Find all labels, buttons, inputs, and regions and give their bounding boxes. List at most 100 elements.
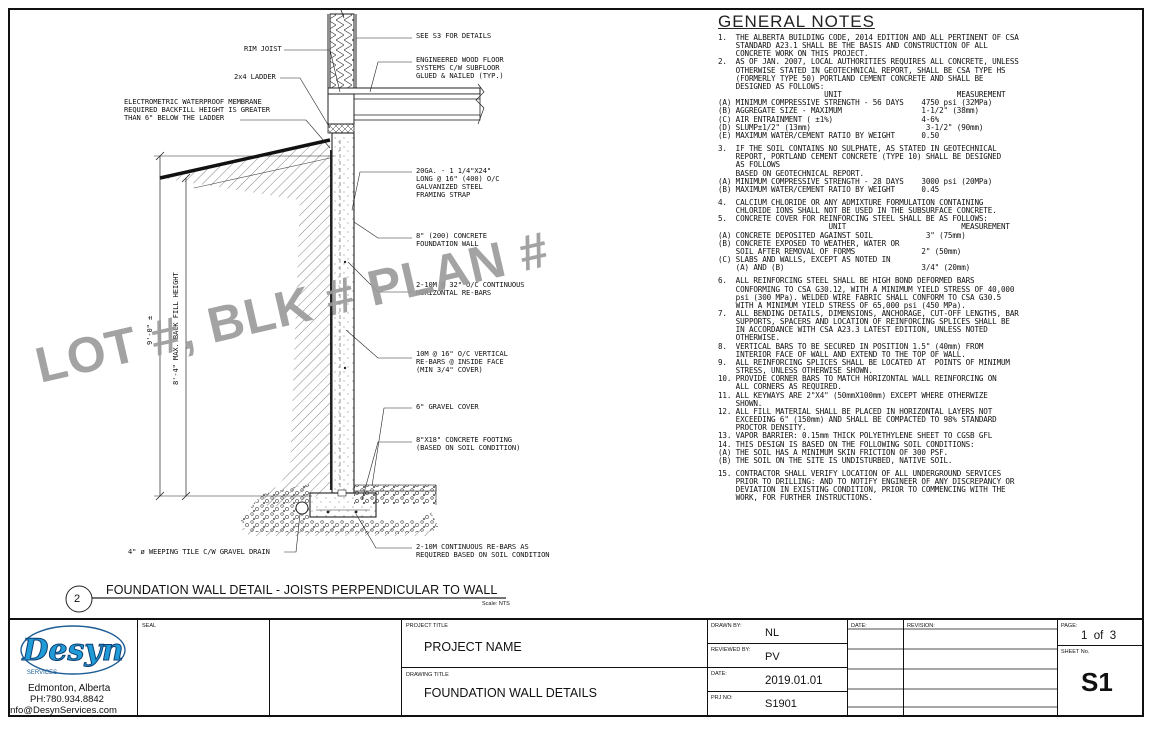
label-horiz-2: HORIZONTAL RE-BARS: [416, 288, 492, 297]
general-note-line: 11. ALL KEYWAYS ARE 2"X4" (50mmX100mm) E…: [718, 390, 988, 400]
general-note-line: 4. CALCIUM CHLORIDE OR ANY ADMIXTURE FOR…: [718, 197, 984, 207]
project-number-label: PRJ NO:: [711, 695, 733, 701]
label-cont-rebar-1: 2-10M CONTINUOUS RE-BARS AS: [416, 542, 529, 551]
general-note-line: SHOWN.: [718, 398, 763, 408]
drawn-by: NL: [765, 627, 780, 639]
project-name: PROJECT NAME: [424, 640, 522, 654]
general-note-line: WORK, FOR FURTHER INSTRUCTIONS.: [718, 493, 873, 503]
general-note-line: (FORMERLY TYPE 50) PORTLAND CEMENT CONCR…: [718, 73, 984, 83]
project-number: S1901: [765, 698, 797, 710]
logo-subtitle: SERVICES: [27, 670, 57, 676]
seal-cell-2: [270, 620, 402, 717]
general-note-line: 7. ALL BENDING DETAILS, DIMENSIONS, ANCH…: [718, 309, 1019, 318]
upper-wall-framing: [327, 9, 357, 89]
revision-column: REVISION:: [904, 620, 1058, 717]
drawn-by-label: DRAWN BY:: [711, 623, 742, 629]
general-note-line: (C) SLABS AND WALLS, EXCEPT AS NOTED IN: [718, 255, 891, 265]
general-note-line: (A) MINIMUM COMPRESSIVE STRENGTH - 56 DA…: [718, 98, 993, 108]
reviewed-by-label: REVIEWED BY:: [711, 647, 751, 653]
general-note-line: SOIL AFTER REMOVAL OF FORMS 2" (50mm): [718, 246, 962, 256]
label-floor-3: GLUED & NAILED (TYP.): [416, 71, 504, 80]
general-note-line: REPORT, PORTLAND CEMENT CONCRETE (TYPE 1…: [718, 152, 1001, 162]
revision-label: REVISION:: [907, 623, 935, 629]
sheet-number-label: SHEET No.: [1061, 649, 1090, 655]
label-ladder: 2x4 LADDER: [234, 72, 276, 81]
logo-cell: Desyn SERVICES Edmonton, Alberta PH:780.…: [8, 620, 138, 717]
dimension-lines: [154, 151, 334, 501]
label-gravel: 6" GRAVEL COVER: [416, 402, 479, 411]
general-note-line: 15. CONTRACTOR SHALL VERIFY LOCATION OF …: [718, 468, 1001, 478]
drawing-title-label: DRAWING TITLE: [406, 672, 449, 678]
page-divider: [1058, 645, 1144, 646]
drawing-title: FOUNDATION WALL DETAILS: [424, 686, 597, 700]
label-strap-4: FRAMING STRAP: [416, 190, 471, 199]
general-note-line: 2. AS OF JAN. 2007, LOCAL AUTHORITIES RE…: [718, 57, 1019, 67]
company-city: Edmonton, Alberta: [28, 683, 111, 694]
general-note-line: SUPPORTS, SPACERS AND LOCATION OF REINFO…: [718, 317, 1010, 327]
general-note-line: (B) MAXIMUM WATER/CEMENT RATIO BY WEIGHT…: [718, 184, 940, 194]
general-note-line: (C) AIR ENTRAINMENT ( ±1%) 4-6%: [718, 114, 940, 124]
general-note-line: (A) MINIMUM COMPRESSIVE STRENGTH - 28 DA…: [718, 176, 993, 186]
general-notes-body: 1. THE ALBERTA BUILDING CODE, 2014 EDITI…: [718, 33, 1138, 503]
desyn-logo: Desyn SERVICES: [20, 625, 126, 676]
general-note-line: OTHERWISE.: [718, 333, 780, 343]
label-wall-1: 8" (200) CONCRETE: [416, 231, 487, 240]
floor-system: [327, 83, 485, 134]
general-note-line: (B) THE SOIL ON THE SITE IS UNDISTURBED,…: [718, 455, 953, 465]
title-block: Desyn SERVICES Edmonton, Alberta PH:780.…: [8, 618, 1144, 717]
revision-date-label: DATE:: [851, 623, 867, 629]
detail-scale: Scale: NTS: [482, 601, 510, 607]
label-membrane-2: REQUIRED BACKFILL HEIGHT IS GREATER: [124, 105, 270, 114]
project-divider: [402, 667, 707, 668]
general-note-line: psi (300 MPa). WELDED WIRE FABRIC SHALL …: [718, 292, 1001, 302]
seal-label: SEAL: [142, 623, 157, 629]
general-notes-heading: GENERAL NOTES: [718, 12, 875, 31]
drawn-divider-3: [708, 691, 847, 692]
general-note-line: 3. IF THE SOIL CONTAINS NO SULPHATE, AS …: [718, 144, 997, 154]
drawing-date: 2019.01.01: [765, 675, 823, 687]
general-note-line: CHLORIDE IONS SHALL NOT BE USED IN THE S…: [718, 206, 997, 216]
label-strap-3: GALVANIZED STEEL: [416, 182, 483, 191]
general-note-line: AS FOLLOWS: [718, 160, 780, 170]
general-note-line: (A) THE SOIL HAS A MINIMUM SKIN FRICTION…: [718, 447, 948, 457]
general-note-line: PROCTOR DENSITY.: [718, 423, 807, 433]
general-note-line: 13. VAPOR BARRIER: 0.15mm THICK POLYETHY…: [718, 431, 993, 441]
general-note-line: CONCRETE WORK ON THIS PROJECT.: [718, 49, 869, 59]
reviewed-by: PV: [765, 651, 780, 663]
label-membrane-1: ELECTROMETRIC WATERPROOF MEMBRANE: [124, 97, 262, 106]
general-note-line: 12. ALL FILL MATERIAL SHALL BE PLACED IN…: [718, 406, 993, 416]
leader-lines: [240, 37, 412, 553]
label-vert-3: (MIN 3/4" COVER): [416, 365, 483, 374]
label-wall-2: FOUNDATION WALL: [416, 239, 479, 248]
label-membrane-3: THAN 6" BELOW THE LADDER: [124, 113, 225, 122]
page-label: PAGE:: [1061, 623, 1078, 629]
general-note-line: WITH A MINIMUM YIELD STRESS OF 65,000 ps…: [718, 300, 966, 310]
seal-cell: SEAL: [138, 620, 270, 717]
revision-grid: [848, 628, 1058, 708]
general-note-line: 5. CONCRETE COVER FOR REINFORCING STEEL …: [718, 214, 988, 224]
label-cont-rebar-2: REQUIRED BASED ON SOIL CONDITION: [416, 550, 550, 559]
general-note-line: CONFORMING TO CSA G30.12, WITH A MINIMUM…: [718, 284, 1015, 294]
general-note-line: 10. PROVIDE CORNER BARS TO MATCH HORIZON…: [718, 374, 997, 384]
general-note-line: 14. THIS DESIGN IS BASED ON THE FOLLOWIN…: [718, 439, 975, 449]
label-see-s3: SEE S3 FOR DETAILS: [416, 31, 492, 40]
general-note-line: (E) MAXIMUM WATER/CEMENT RATIO BY WEIGHT…: [718, 130, 940, 140]
date-label: DATE:: [711, 671, 727, 677]
page-sheet-cell: PAGE: 1 of 3 SHEET No. S1: [1058, 620, 1144, 717]
general-note-line: OTHERWISE STATED IN GEOTECHNICAL REPORT,…: [718, 65, 1006, 75]
detail-title: FOUNDATION WALL DETAIL - JOISTS PERPENDI…: [106, 583, 498, 597]
general-note-line: STRESS, UNLESS OTHERWISE SHOWN.: [718, 366, 873, 376]
general-note-line: INTERIOR FACE OF WALL AND EXTEND TO THE …: [718, 349, 966, 359]
detail-number: 2: [74, 593, 81, 605]
general-note-line: (A) AND (B) 3/4" (20mm): [718, 263, 971, 273]
general-note-line: 8. VERTICAL BARS TO BE SECURED IN POSITI…: [718, 341, 984, 351]
general-note-line: BASED ON GEOTECHNICAL REPORT.: [718, 168, 864, 178]
company-email: info@DesynServices.com: [8, 705, 117, 716]
concrete-footing: [309, 489, 377, 518]
label-footing-1: 8"X18" CONCRETE FOOTING: [416, 435, 512, 444]
general-note-line: (B) AGGREGATE SIZE - MAXIMUM 1-1/2" (38m…: [718, 106, 979, 116]
general-note-line: 6. ALL REINFORCING STEEL SHALL BE HIGH B…: [718, 276, 975, 286]
general-note-line: DESIGNED AS FOLLOWS:: [718, 81, 825, 91]
drawn-info-cell: DRAWN BY: NL REVIEWED BY: PV DATE: 2019.…: [708, 620, 848, 717]
